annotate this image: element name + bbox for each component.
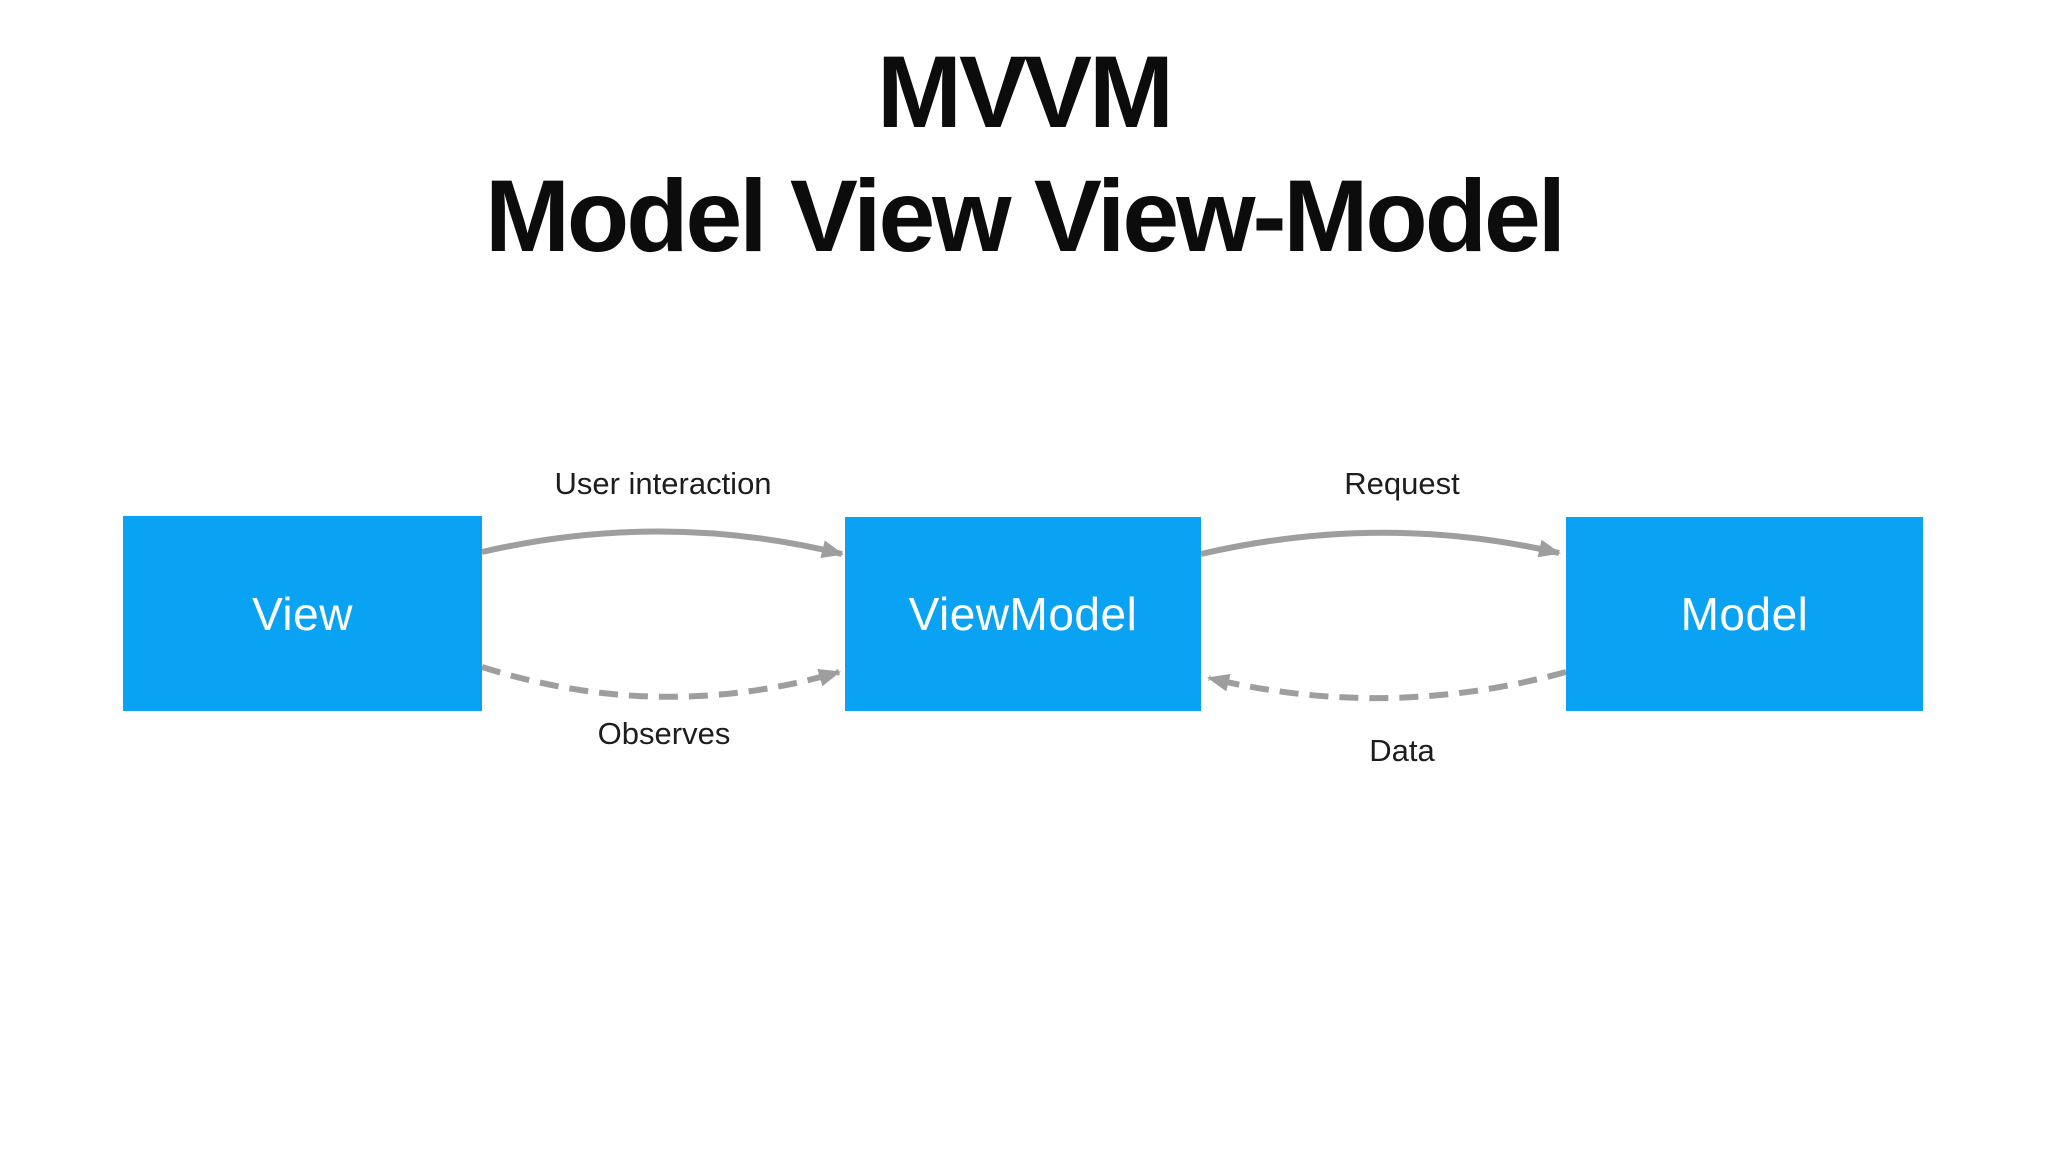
observes-label: Observes <box>597 716 731 751</box>
node-view-label: View <box>252 587 353 640</box>
page-subtitle: Model View View-Model <box>484 159 1566 273</box>
data-label: Data <box>1369 733 1435 768</box>
node-model-label: Model <box>1680 588 1809 640</box>
request-arrow <box>1200 529 1561 558</box>
user-interaction-arrow <box>481 528 844 558</box>
node-viewmodel-label: ViewModel <box>908 588 1138 640</box>
observes-arrow <box>481 664 841 700</box>
page-title-block: MVVM Model View View-Model <box>0 30 2048 278</box>
data-arrow <box>1207 669 1567 702</box>
node-viewmodel: ViewModel <box>845 517 1201 711</box>
request-label: Request <box>1344 466 1460 501</box>
node-view: View <box>123 516 482 711</box>
user-interaction-label: User interaction <box>554 466 772 501</box>
node-model: Model <box>1566 517 1923 711</box>
page-title: MVVM <box>877 35 1174 149</box>
